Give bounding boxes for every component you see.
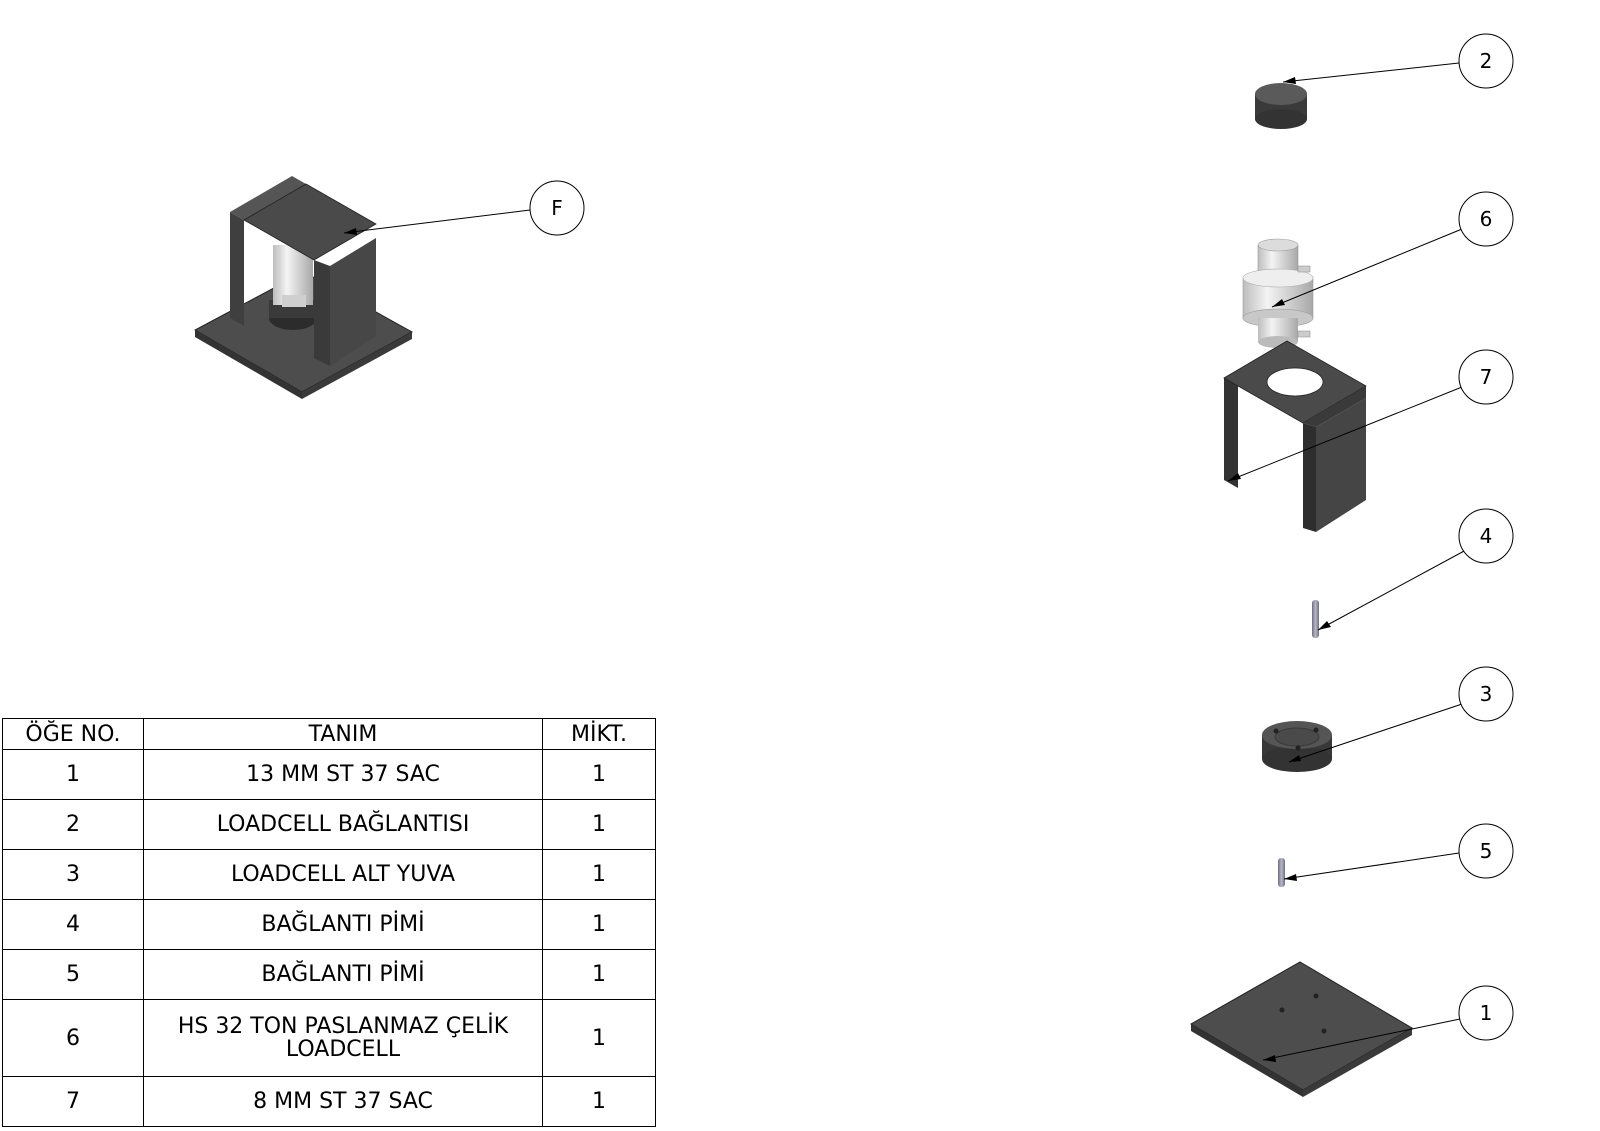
bom-quantity: 1 — [542, 949, 656, 1000]
table-row: 2 LOADCELL BAĞLANTISI 1 — [2, 799, 656, 850]
part-3-lower-seat — [1262, 721, 1332, 772]
bom-header-row: ÖĞE NO. TANIM MİKT. — [2, 718, 656, 750]
balloon-5: 5 — [1283, 823, 1514, 881]
table-row: 7 8 MM ST 37 SAC 1 — [2, 1076, 656, 1127]
balloon-label: 1 — [1480, 1001, 1493, 1025]
balloon-label: F — [551, 196, 563, 220]
bom-quantity: 1 — [542, 999, 656, 1077]
bom-quantity: 1 — [542, 799, 656, 850]
bom-item-no: 1 — [2, 749, 144, 800]
balloon-label: 6 — [1480, 207, 1493, 231]
balloon-6: 6 — [1271, 191, 1514, 308]
bom-description: HS 32 TON PASLANMAZ ÇELİK LOADCELL — [143, 999, 543, 1077]
bom-description: 8 MM ST 37 SAC — [143, 1076, 543, 1127]
part-7-u-bracket — [1223, 340, 1367, 532]
balloon-3: 3 — [1288, 666, 1514, 763]
bom-item-no: 4 — [2, 899, 144, 950]
part-6-loadcell — [1242, 238, 1314, 348]
part-4-pin — [1312, 600, 1319, 638]
bom-quantity: 1 — [542, 849, 656, 900]
bom-quantity: 1 — [542, 899, 656, 950]
bom-item-no: 2 — [2, 799, 144, 850]
part-2-loadcell-cap — [1255, 83, 1307, 129]
balloon-label: 2 — [1480, 49, 1493, 73]
balloon-1: 1 — [1262, 985, 1514, 1062]
bill-of-materials-table: ÖĞE NO. TANIM MİKT. 1 13 MM ST 37 SAC 1 … — [2, 718, 656, 1127]
bom-item-no: 3 — [2, 849, 144, 900]
part-5-pin — [1278, 858, 1285, 887]
part-1-base-plate — [1190, 961, 1413, 1097]
table-row: 6 HS 32 TON PASLANMAZ ÇELİK LOADCELL 1 — [2, 999, 656, 1077]
table-row: 1 13 MM ST 37 SAC 1 — [2, 749, 656, 800]
balloon-2: 2 — [1282, 33, 1514, 89]
table-row: 4 BAĞLANTI PİMİ 1 — [2, 899, 656, 950]
bom-item-no: 6 — [2, 999, 144, 1077]
bom-item-no: 5 — [2, 949, 144, 1000]
bom-description: BAĞLANTI PİMİ — [143, 949, 543, 1000]
bom-description: BAĞLANTI PİMİ — [143, 899, 543, 950]
bom-description: LOADCELL ALT YUVA — [143, 849, 543, 900]
bom-header-quantity: MİKT. — [542, 718, 656, 750]
bom-description: LOADCELL BAĞLANTISI — [143, 799, 543, 850]
balloon-label: 7 — [1480, 365, 1493, 389]
balloon-label: 4 — [1480, 524, 1493, 548]
table-row: 3 LOADCELL ALT YUVA 1 — [2, 849, 656, 900]
bom-quantity: 1 — [542, 1076, 656, 1127]
balloon-4: 4 — [1317, 508, 1514, 631]
table-row: 5 BAĞLANTI PİMİ 1 — [2, 949, 656, 1000]
bom-description: 13 MM ST 37 SAC — [143, 749, 543, 800]
bom-item-no: 7 — [2, 1076, 144, 1127]
balloon-label: 5 — [1480, 839, 1493, 863]
bom-header-description: TANIM — [143, 718, 543, 750]
balloon-7: 7 — [1227, 349, 1514, 482]
balloon-label: 3 — [1480, 682, 1493, 706]
bom-header-item-no: ÖĞE NO. — [2, 718, 144, 750]
bom-quantity: 1 — [542, 749, 656, 800]
assembled-view — [193, 176, 414, 399]
balloon-F: F — [343, 180, 585, 236]
